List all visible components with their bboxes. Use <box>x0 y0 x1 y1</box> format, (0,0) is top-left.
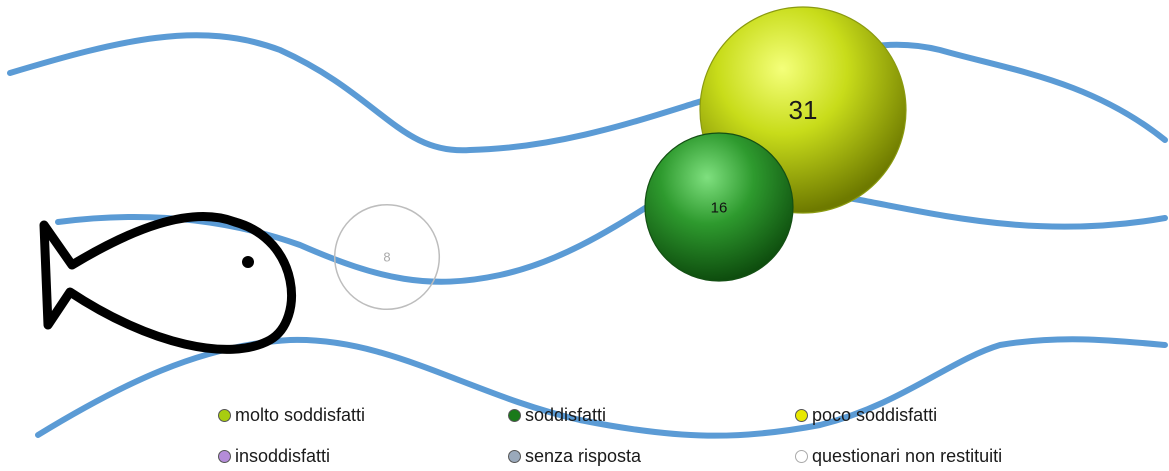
fish-eye <box>242 256 254 268</box>
data-label-molto-soddisfatti: 31 <box>789 95 818 125</box>
wave-line-bottom <box>35 336 1168 439</box>
bubble-group: 31 16 8 <box>333 6 907 311</box>
wave-line-middle <box>55 184 1168 285</box>
fish-drawing <box>39 212 296 354</box>
bubble-insoddisfatti <box>333 203 441 311</box>
wave-lines <box>7 32 1168 439</box>
data-label-insoddisfatti: 8 <box>383 250 390 265</box>
wave-line-top <box>7 32 1168 154</box>
fish-outline <box>39 212 296 354</box>
bubble-soddisfatti <box>644 132 794 282</box>
data-label-soddisfatti: 16 <box>711 199 728 216</box>
